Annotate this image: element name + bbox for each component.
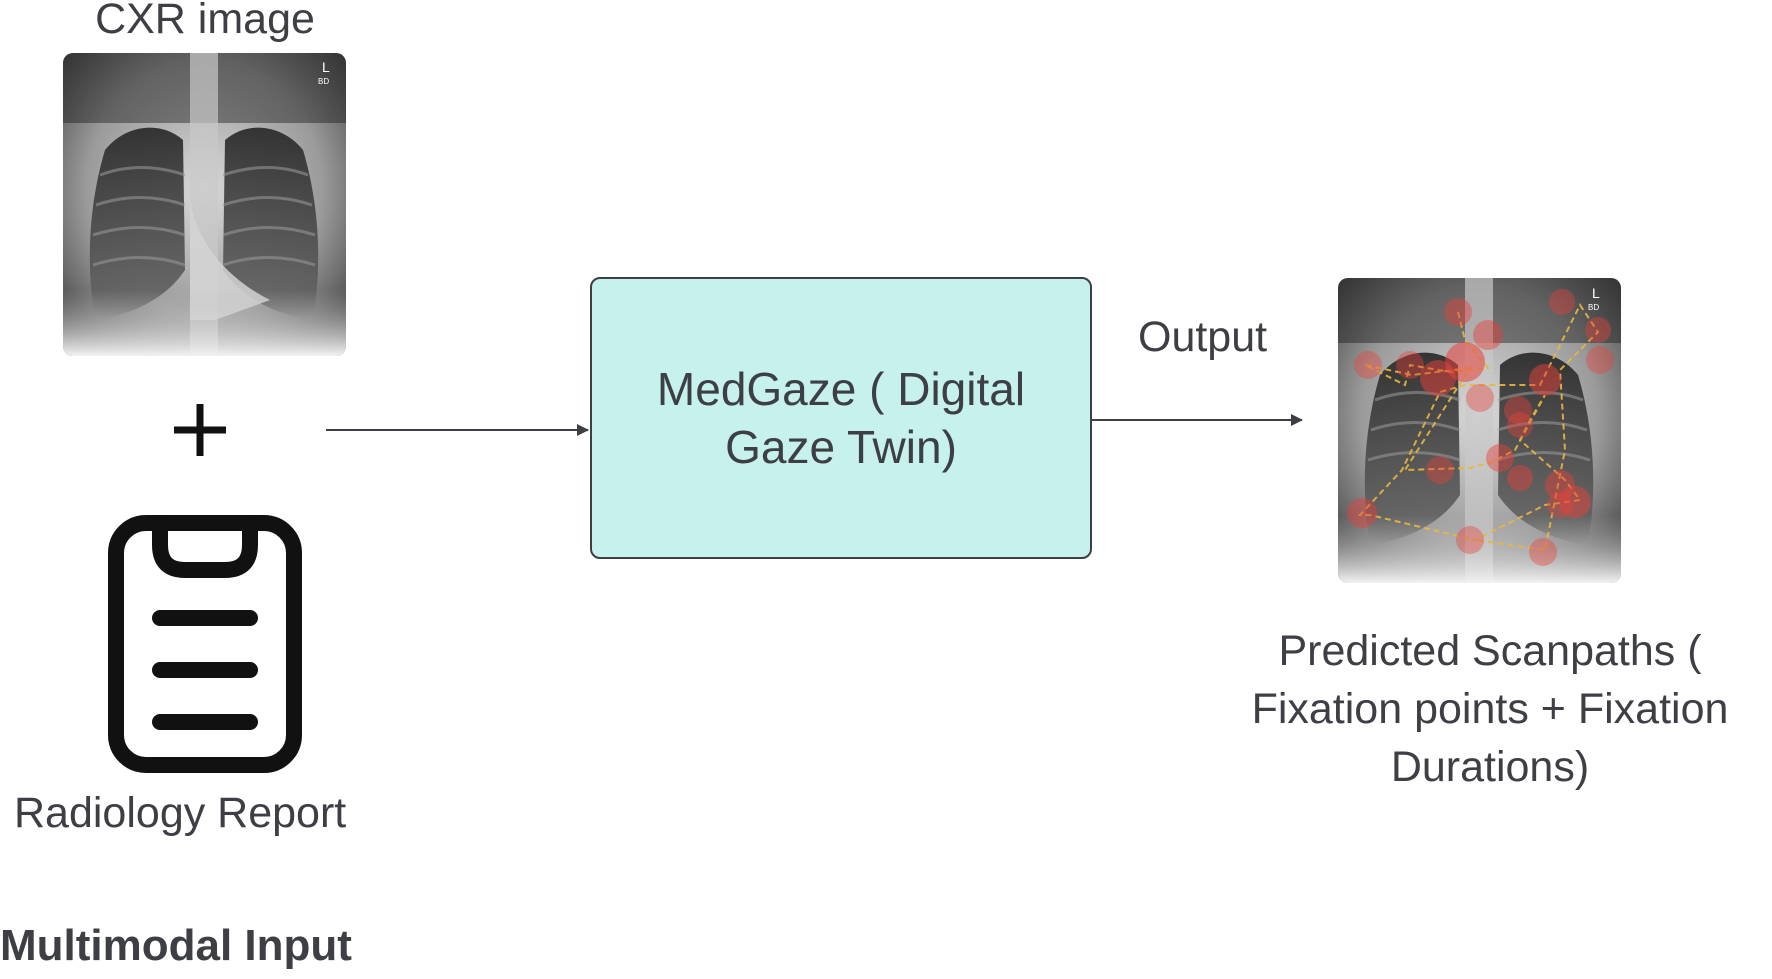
- image-side-marker: L: [322, 59, 330, 75]
- fixation-point: [1547, 492, 1573, 518]
- output-scanpath-image: L BD: [1338, 278, 1621, 583]
- output-image-side-marker: L: [1592, 285, 1600, 301]
- fixation-point: [1354, 351, 1382, 379]
- fixation-point: [1507, 465, 1533, 491]
- clipboard-icon: [108, 515, 302, 773]
- fixation-point: [1559, 486, 1591, 518]
- fixation-points: [1347, 289, 1614, 566]
- fixation-point: [1444, 298, 1472, 326]
- fixation-point: [1585, 317, 1611, 343]
- radiology-report-label: Radiology Report: [14, 789, 347, 837]
- fixation-point: [1549, 289, 1575, 315]
- fixation-point: [1473, 320, 1503, 350]
- fixation-point: [1504, 396, 1532, 424]
- scanpath-line: [1357, 303, 1600, 552]
- multimodal-input-label: Multimodal Input: [0, 921, 352, 970]
- medgaze-model-label: MedGaze ( Digital Gaze Twin): [656, 363, 1026, 473]
- fixation-point: [1347, 498, 1377, 528]
- fixation-point: [1426, 456, 1454, 484]
- input-cxr-image: L BD: [63, 53, 346, 356]
- predicted-scanpaths-label: Predicted Scanpaths ( Fixation points + …: [1251, 627, 1729, 791]
- cxr-image-title: CXR image: [95, 0, 315, 43]
- plus-icon: [174, 404, 226, 456]
- fixation-point: [1456, 526, 1484, 554]
- fixation-point: [1507, 412, 1533, 438]
- fixation-point: [1586, 346, 1614, 374]
- fixation-point: [1529, 364, 1561, 396]
- fixation-point: [1466, 384, 1494, 412]
- fixation-point: [1529, 538, 1557, 566]
- medgaze-model-box: MedGaze ( Digital Gaze Twin): [590, 277, 1092, 559]
- image-side-marker-sub: BD: [318, 77, 329, 86]
- fixation-point: [1445, 342, 1485, 382]
- output-image-side-marker-sub: BD: [1588, 303, 1599, 312]
- fixation-point: [1486, 444, 1514, 472]
- output-label: Output: [1138, 313, 1268, 361]
- fixation-point: [1420, 360, 1456, 396]
- fixation-point: [1396, 351, 1424, 379]
